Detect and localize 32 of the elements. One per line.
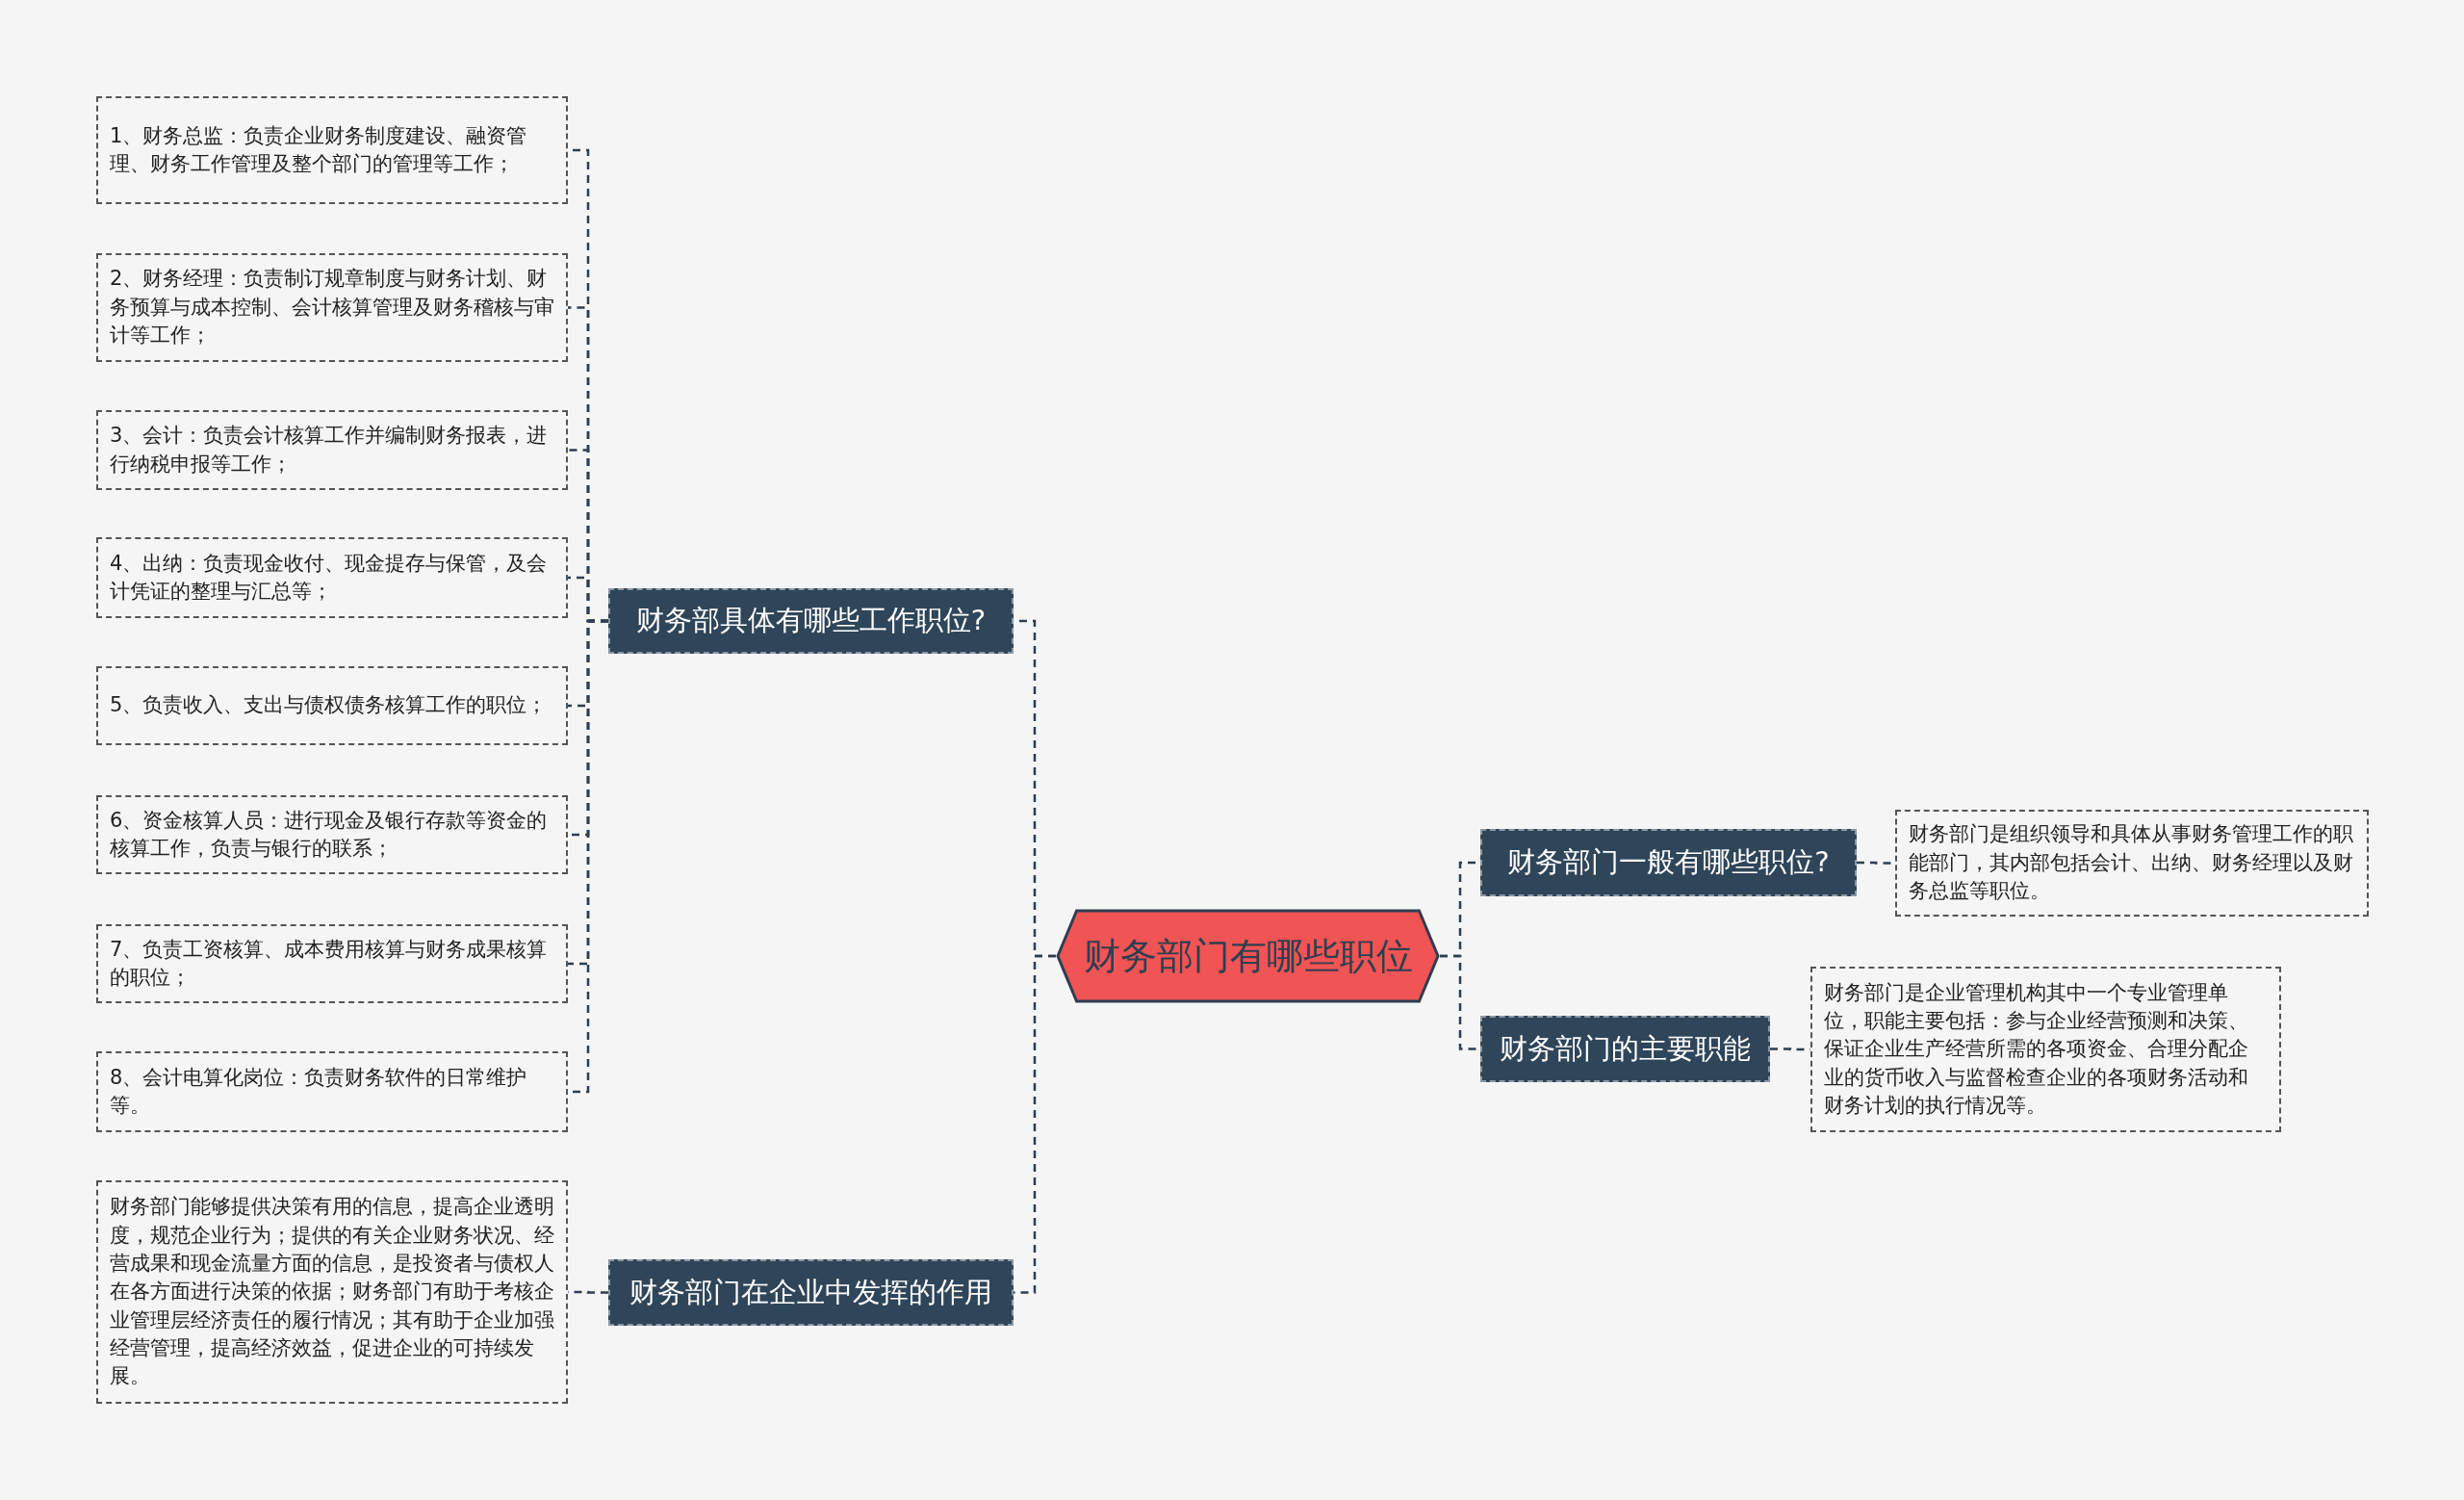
note-text: 6、资金核算人员：进行现金及银行存款等资金的核算工作，负责与银行的联系； <box>110 807 549 862</box>
connector-line <box>568 1290 608 1294</box>
note-text: 5、负责收入、支出与债权债务核算工作的职位； <box>110 692 548 719</box>
note-box <box>96 410 568 490</box>
note-box <box>96 795 568 874</box>
note-box <box>96 96 568 204</box>
note-text: 4、出纳：负责现金收付、现金提存与保管，及会计凭证的整理与汇总等； <box>110 550 549 605</box>
note-text: 1、财务总监：负责企业财务制度建设、融资管理、财务工作管理及整个部门的管理等工作； <box>110 122 528 177</box>
note-box <box>96 1180 568 1404</box>
note-box <box>96 1051 568 1132</box>
subtopic-text: 财务部门的主要职能 <box>1500 1030 1751 1067</box>
note-box <box>96 924 568 1003</box>
note-text: 财务部门是组织领导和具体从事财务管理工作的职能部门，其内部包括会计、出纳、财务经理以及财务总监等职位。 <box>1909 821 2354 905</box>
subtopic-box <box>1480 1016 1770 1082</box>
note-box <box>96 537 568 618</box>
subtopic-box <box>1480 829 1857 896</box>
note-text: 财务部门能够提供决策有用的信息，提高企业透明度，规范企业行为；提供的有关企业财务状况、经营成果和现金流量方面的信息，是投资者与债权人在各方面进行决策的依据；财务部门有助于考核企业管理层经济责任的履行情况；其有助于企业加强经营管理，提高经济效益，促进企业的可持续发展。 <box>110 1194 554 1390</box>
note-text: 财务部门是企业管理机构其中一个专业管理单位，职能主要包括：参与企业经营预测和决策、保证企业生产经营所需的各项资金、合理分配企业的货币收入与监督检查企业的各项财务活动和财务计划的执行情况等。 <box>1824 979 2249 1120</box>
subtopic-text: 财务部门在企业中发挥的作用 <box>629 1274 992 1310</box>
note-text: 2、财务经理：负责制订规章制度与财务计划、财务预算与成本控制、会计核算管理及财务稽核与审计等工作； <box>110 266 554 349</box>
note-box <box>1895 810 2369 917</box>
subtopic-box <box>608 1259 1014 1326</box>
subtopic-box <box>608 588 1014 654</box>
note-box <box>96 666 568 745</box>
note-box <box>96 253 568 362</box>
subtopic-text: 财务部具体有哪些工作职位? <box>635 603 987 638</box>
note-box <box>1810 967 2281 1132</box>
note-text: 8、会计电算化岗位：负责财务软件的日常维护等。 <box>110 1064 528 1119</box>
subtopic-text: 财务部门一般有哪些职位? <box>1507 844 1830 880</box>
note-text: 7、负责工资核算、成本费用核算与财务成果核算的职位； <box>110 936 549 991</box>
note-text: 3、会计：负责会计核算工作并编制财务报表，进行纳税申报等工作； <box>110 423 549 478</box>
topic-title: 财务部门有哪些职位 <box>1083 933 1413 979</box>
